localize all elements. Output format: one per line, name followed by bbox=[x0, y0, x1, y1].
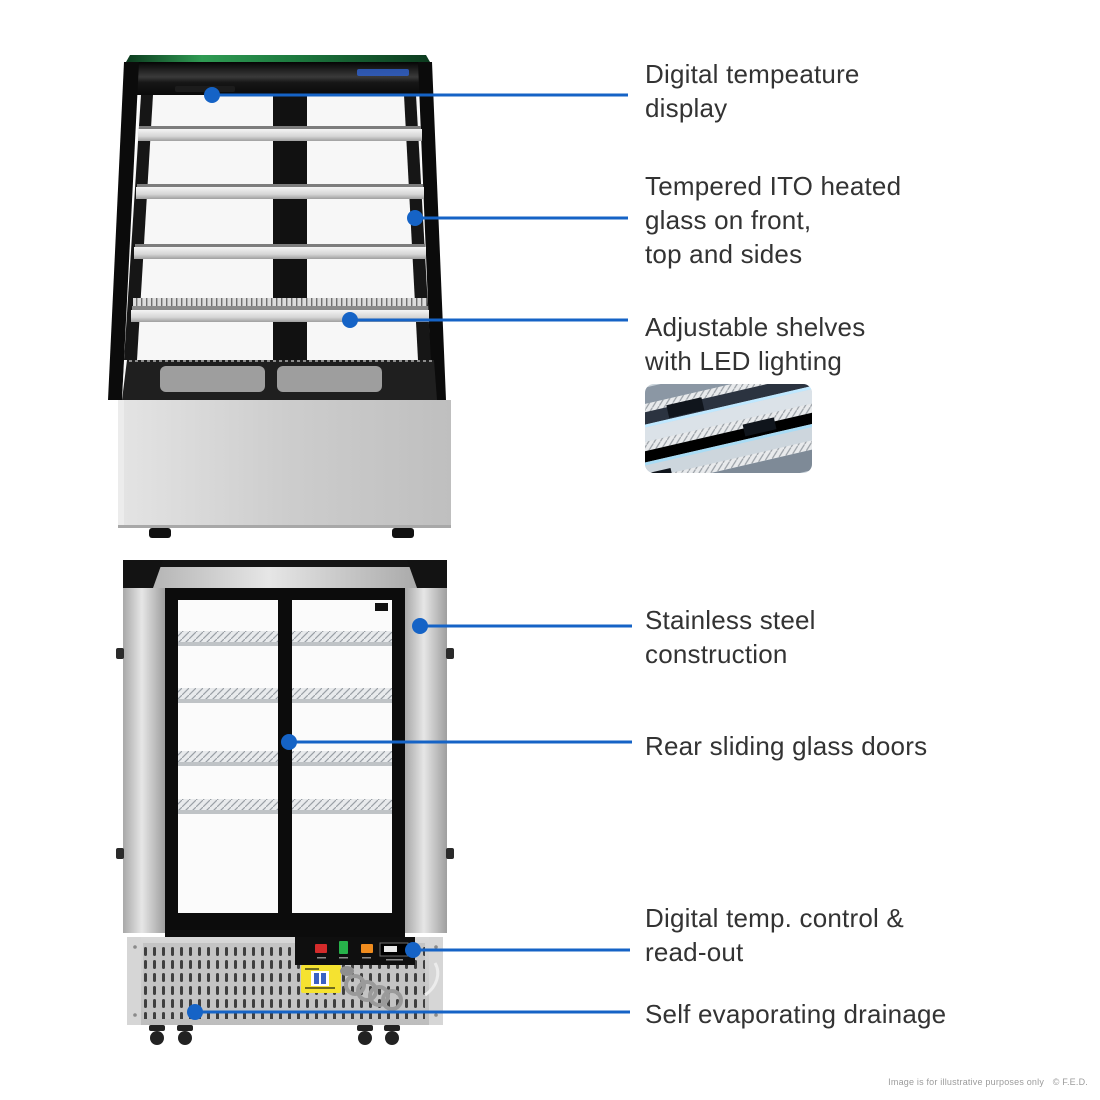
led-inset-art bbox=[645, 384, 812, 473]
left-frame bbox=[108, 62, 139, 400]
callout-stainless-steel: Stainless steel construction bbox=[645, 605, 816, 669]
callout-adjustable-shelves: Adjustable shelves with LED lighting bbox=[645, 312, 866, 376]
rear-shelf-1 bbox=[178, 631, 392, 646]
rear-shelf-4 bbox=[178, 799, 392, 814]
top-steel-band bbox=[123, 567, 447, 588]
light-switch-green bbox=[339, 941, 348, 954]
glass-top bbox=[126, 55, 430, 62]
temp-display-unit bbox=[175, 86, 235, 92]
machine-compartment bbox=[127, 937, 443, 1025]
steel-column-left bbox=[123, 588, 165, 933]
callout-temp-control: Digital temp. control & read-out bbox=[645, 903, 904, 967]
foot-left bbox=[149, 528, 171, 538]
hinge-right-top bbox=[446, 648, 454, 659]
hinge-right-bottom bbox=[446, 848, 454, 859]
front-view-figure bbox=[108, 55, 451, 538]
top-corner-right bbox=[407, 560, 447, 588]
front-cabinet bbox=[108, 55, 451, 538]
brand-logo bbox=[357, 69, 409, 76]
steel-column-right bbox=[405, 588, 447, 933]
drain-hose-coil bbox=[340, 966, 403, 1011]
footer-copyright: © F.E.D. bbox=[1052, 1077, 1088, 1087]
shelf-4-wire bbox=[131, 298, 429, 322]
rear-view-figure bbox=[116, 560, 454, 1045]
door-handle bbox=[375, 603, 388, 611]
callout-drainage: Self evaporating drainage bbox=[645, 999, 947, 1029]
led-shelf-inset-image bbox=[645, 384, 812, 473]
power-cable bbox=[424, 962, 440, 997]
hinge-left-top bbox=[116, 648, 124, 659]
shelf-3 bbox=[134, 244, 426, 259]
rear-shelf-3 bbox=[178, 751, 392, 766]
control-panel bbox=[295, 937, 415, 965]
bottom-deck bbox=[122, 360, 437, 400]
power-button-red bbox=[315, 944, 327, 953]
foot-right bbox=[392, 528, 414, 538]
base-cabinet bbox=[118, 400, 451, 538]
hinge-left-bottom bbox=[116, 848, 124, 859]
casters bbox=[149, 1025, 400, 1045]
top-edge bbox=[123, 560, 447, 567]
header-band bbox=[124, 62, 432, 95]
interior-right-post bbox=[404, 95, 431, 360]
callout-rear-doors: Rear sliding glass doors bbox=[645, 731, 928, 761]
footer-note-text: Image is for illustrative purposes only bbox=[888, 1077, 1045, 1087]
top-corner-left bbox=[123, 560, 163, 588]
interior-left-post bbox=[124, 95, 153, 360]
warning-sticker bbox=[301, 965, 341, 993]
rear-shelf-2 bbox=[178, 688, 392, 703]
heater-button-orange bbox=[361, 944, 373, 953]
rear-shelves bbox=[178, 631, 392, 814]
shelf-1 bbox=[138, 126, 422, 141]
rear-cabinet bbox=[116, 560, 454, 1045]
callout-tempered-glass: Tempered ITO heated glass on front, top … bbox=[645, 171, 902, 269]
footer-disclaimer: Image is for illustrative purposes only … bbox=[882, 1077, 1088, 1087]
shelf-2 bbox=[136, 184, 424, 199]
right-frame bbox=[418, 62, 446, 400]
callout-digital-temp-display: Digital tempeature display bbox=[645, 59, 860, 123]
